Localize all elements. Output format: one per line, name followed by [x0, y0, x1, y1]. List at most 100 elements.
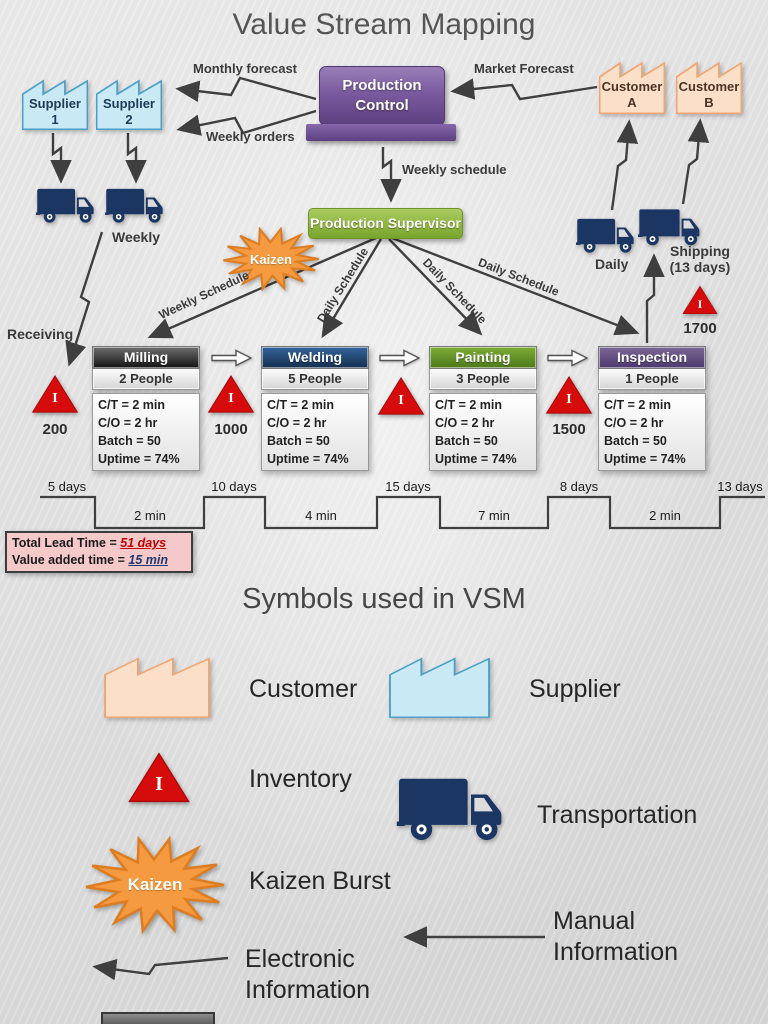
stat-uptime: Uptime = 74%: [435, 452, 517, 466]
weekly-schedule-rotated-label: Weekly Schedule: [156, 267, 252, 323]
process-box-milling: Milling 2 People C/T = 2 min C/O = 2 hr …: [92, 346, 200, 471]
production-control-line2: Control: [355, 97, 409, 114]
stat-co: C/O = 2 hr: [98, 416, 158, 430]
stat-batch: Batch = 50: [267, 434, 330, 448]
timeline-days-5: 13 days: [717, 479, 763, 494]
truck-icon-supplier1: [36, 184, 98, 226]
process-stats: C/T = 2 min C/O = 2 hr Batch = 50 Uptime…: [92, 393, 200, 471]
stat-co: C/O = 2 hr: [604, 416, 664, 430]
production-control-line1: Production: [342, 77, 422, 94]
process-header: Painting: [429, 346, 537, 369]
inventory-count-1: 200: [42, 421, 68, 438]
inventory-i: I: [697, 297, 703, 312]
shipping-line1: Shipping: [670, 243, 730, 259]
electronic-info-line2: Information: [245, 976, 371, 1004]
legend-transportation-icon: [391, 772, 515, 844]
production-control-box: Production Control: [319, 66, 445, 126]
manual-info-line2: Information: [553, 938, 679, 966]
legend-supplier-icon: [389, 654, 490, 718]
push-arrow-icon-2: [379, 349, 421, 367]
legend-heading: Symbols used in VSM: [242, 583, 526, 615]
stat-co: C/O = 2 hr: [267, 416, 327, 430]
inventory-count-2: 1000: [214, 421, 248, 438]
supplier2-label: Supplier: [102, 96, 155, 112]
timeline-days-1: 5 days: [47, 479, 87, 494]
weekly-orders-label: Weekly orders: [206, 129, 295, 144]
stat-uptime: Uptime = 74%: [98, 452, 180, 466]
value-added-label: Value added time =: [12, 553, 129, 567]
truck-icon-daily: [576, 215, 638, 255]
legend-kaizen-burst-label: Kaizen Burst: [249, 867, 391, 895]
legend-process-box-icon: [101, 1012, 215, 1024]
inventory-count-5: 1700: [683, 320, 717, 337]
stat-co: C/O = 2 hr: [435, 416, 495, 430]
inventory-i: I: [566, 391, 572, 407]
process-box-painting: Painting 3 People C/T = 2 min C/O = 2 hr…: [429, 346, 537, 471]
daily-label: Daily: [595, 256, 629, 272]
stat-batch: Batch = 50: [98, 434, 161, 448]
arrow-inspection-shipping: [643, 253, 665, 343]
inventory-i: I: [155, 773, 163, 796]
timeline-days-3: 15 days: [385, 479, 431, 494]
push-arrow-icon-1: [211, 349, 253, 367]
legend-transportation-label: Transportation: [537, 801, 698, 829]
daily-schedule-label-1: Daily Schedule: [314, 245, 372, 325]
monthly-forecast-label: Monthly forecast: [193, 61, 298, 76]
legend-inventory-label: Inventory: [249, 765, 352, 793]
legend-kaizen-text: Kaizen: [127, 875, 183, 894]
legend-manual-info-label: Manual Information: [553, 906, 678, 968]
timeline-min-4: 2 min: [649, 508, 681, 523]
value-added-value: 15 min: [128, 553, 168, 567]
inventory-triangle-3: I: [377, 376, 425, 416]
push-arrow-icon-3: [547, 349, 589, 367]
timeline-days-4: 8 days: [559, 479, 599, 494]
shipping-line2: (13 days): [669, 259, 731, 275]
process-stats: C/T = 2 min C/O = 2 hr Batch = 50 Uptime…: [598, 393, 706, 471]
truck-icon-shipping: [638, 205, 704, 248]
electronic-info-line1: Electronic: [245, 945, 355, 973]
inventory-triangle-2: I: [207, 374, 255, 414]
legend-supplier-label: Supplier: [529, 675, 621, 703]
supplier2-number: 2: [125, 112, 133, 128]
lead-time-summary: Total Lead Time = 51 days Value added ti…: [5, 531, 193, 573]
arrow-truck-customerA: [610, 119, 639, 211]
production-supervisor-box: Production Supervisor: [308, 208, 463, 239]
customerA-letter: A: [627, 94, 637, 110]
daily-schedule-label-3: Daily Schedule: [476, 255, 562, 299]
process-stats: C/T = 2 min C/O = 2 hr Batch = 50 Uptime…: [429, 393, 537, 471]
arrow-trucks-receiving: [65, 231, 104, 367]
inventory-i: I: [52, 390, 58, 406]
market-forecast-label: Market Forecast: [474, 61, 574, 76]
customerA-label: Customer: [601, 78, 663, 94]
arrow-pc-supervisor: [380, 147, 402, 203]
inventory-triangle-5: I: [682, 284, 718, 316]
supplier1-label: Supplier: [28, 96, 81, 112]
timeline-min-3: 7 min: [478, 508, 510, 523]
process-header: Inspection: [598, 346, 706, 369]
process-stats: C/T = 2 min C/O = 2 hr Batch = 50 Uptime…: [261, 393, 369, 471]
customerB-letter: B: [704, 94, 714, 110]
supplier1-number: 1: [51, 112, 59, 128]
process-header: Milling: [92, 346, 200, 369]
stat-ct: C/T = 2 min: [435, 398, 503, 412]
arrow-monthly-forecast-zigzag: [175, 76, 317, 102]
stat-batch: Batch = 50: [435, 434, 498, 448]
total-lead-time-row: Total Lead Time = 51 days: [12, 535, 186, 552]
kaizen-burst-label: Kaizen: [250, 251, 292, 267]
legend-customer-label: Customer: [249, 675, 358, 703]
stat-ct: C/T = 2 min: [604, 398, 672, 412]
arrow-supplier1-truck: [50, 133, 72, 184]
customerB-label: Customer: [678, 78, 740, 94]
inventory-i: I: [228, 390, 234, 406]
arrow-market-forecast-zigzag: [450, 78, 598, 101]
timeline-min-1: 2 min: [134, 508, 166, 523]
receiving-label: Receiving: [7, 326, 74, 342]
process-people: 2 People: [92, 369, 200, 390]
kaizen-burst-icon: Kaizen: [222, 227, 320, 291]
process-people: 5 People: [261, 369, 369, 390]
